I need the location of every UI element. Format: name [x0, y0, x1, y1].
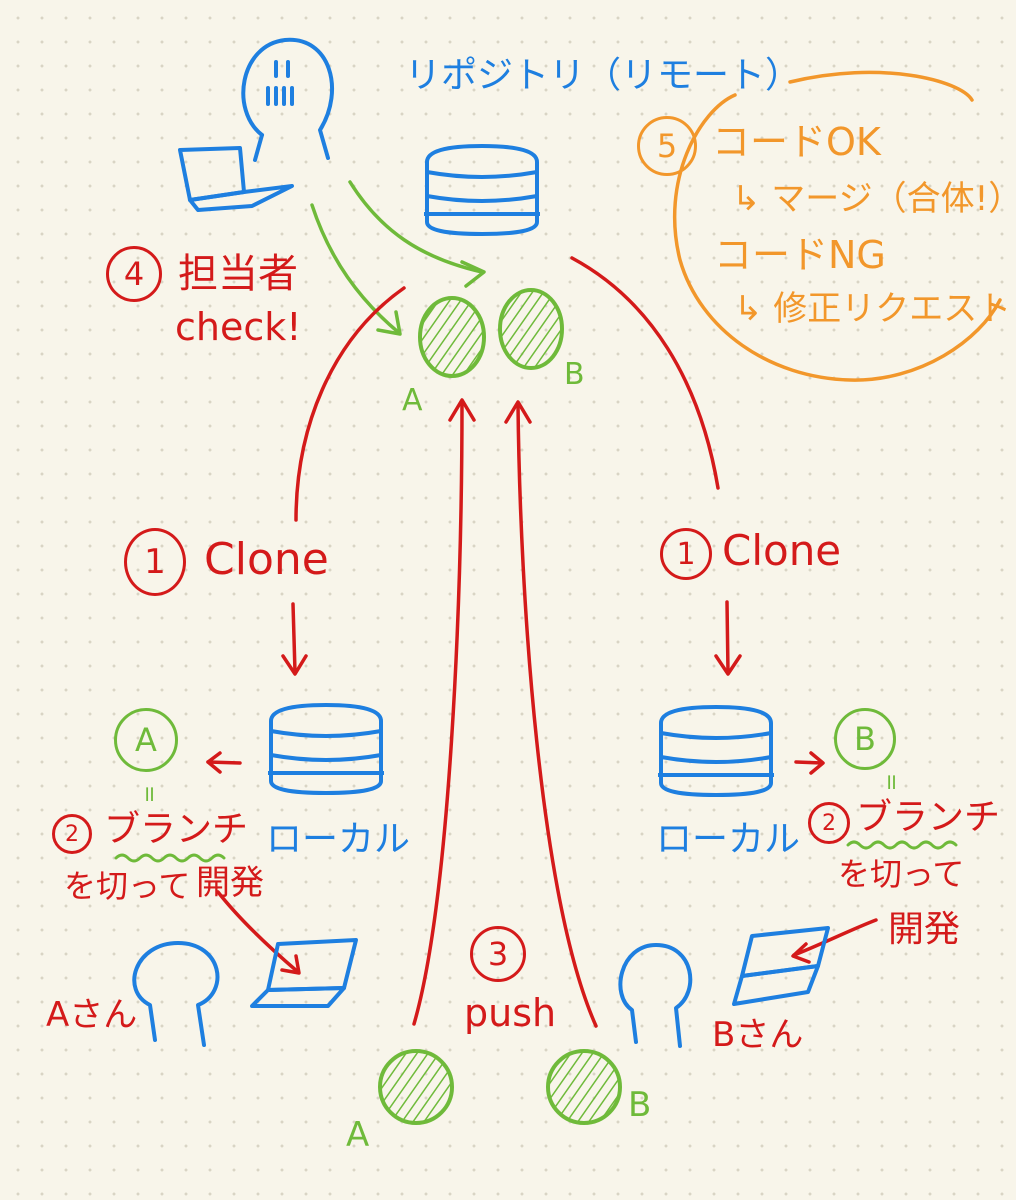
step2-right-cut-label: を切って — [838, 855, 965, 893]
step2-right-develop-label: 開発 — [888, 909, 961, 950]
local-branch-a-blob — [378, 1049, 454, 1125]
push-arrows — [412, 398, 598, 1028]
laptop-a-icon — [250, 938, 358, 1008]
branch-a-equals-mark: ॥ — [142, 782, 156, 807]
reviewer-person-icon — [241, 37, 335, 162]
step1-right-number-circle: 1 — [660, 528, 712, 580]
branch-b-equals-mark: ॥ — [884, 770, 898, 795]
step1-left-number-circle: 1 — [124, 528, 186, 596]
clone-down-arrows — [281, 600, 742, 676]
step2-right-number-circle: 2 — [808, 802, 850, 844]
step4-reviewer-label: 担当者 — [178, 251, 298, 297]
branch-underlines — [114, 840, 958, 863]
review-arrows — [310, 180, 486, 336]
step5-brace — [672, 70, 1002, 382]
step4-check-label: check! — [175, 305, 302, 349]
step5-number-circle: 5 — [637, 116, 697, 176]
step1-right-clone-label: Clone — [722, 526, 842, 575]
local-branch-a-circle: A — [114, 708, 178, 772]
person-b-icon — [618, 943, 693, 1048]
remote-branch-b-label: B — [564, 357, 585, 392]
reviewer-laptop-icon — [178, 146, 294, 212]
step4-number-circle: 4 — [106, 246, 162, 302]
laptop-b-icon — [732, 926, 830, 1006]
person-a-label: Aさん — [46, 995, 138, 1035]
remote-repository-title: リポジトリ（リモート） — [405, 55, 802, 96]
step2-left-cut-label: を切って — [64, 867, 191, 905]
step3-number-circle: 3 — [470, 926, 526, 982]
step5-merge-label: ↳ マージ（合体!） — [732, 179, 1016, 219]
branch-arrows — [206, 751, 825, 775]
develop-arrows — [216, 890, 878, 975]
step5-code-ng-label: コードNG — [714, 233, 886, 277]
local-b-label: ローカル — [656, 819, 801, 860]
person-b-label: Bさん — [712, 1015, 804, 1055]
step3-push-label: push — [464, 991, 557, 1035]
local-database-b-icon — [656, 705, 776, 797]
step2-left-number-circle: 2 — [52, 814, 92, 854]
local-branch-b-circle: B — [834, 708, 896, 770]
clone-curves — [294, 256, 720, 522]
remote-branch-a-blob — [418, 296, 486, 378]
local-blob-a-label: A — [346, 1115, 370, 1155]
step2-left-branch-label: ブランチ — [104, 809, 249, 850]
local-branch-b-blob — [546, 1049, 622, 1125]
step2-left-develop-label: 開発 — [196, 863, 264, 903]
step5-code-ok-label: コードOK — [712, 120, 881, 164]
person-a-icon — [132, 941, 220, 1047]
step2-right-branch-label: ブランチ — [856, 797, 1001, 838]
remote-branch-a-label: A — [402, 383, 423, 418]
step5-fix-request-label: ↳ 修正リクエスト — [734, 289, 1012, 329]
local-blob-b-label: B — [628, 1085, 652, 1125]
step1-left-clone-label: Clone — [204, 534, 329, 585]
remote-branch-b-blob — [498, 288, 564, 370]
remote-database-icon — [422, 144, 542, 236]
local-a-label: ローカル — [266, 819, 411, 860]
local-database-a-icon — [266, 703, 386, 795]
